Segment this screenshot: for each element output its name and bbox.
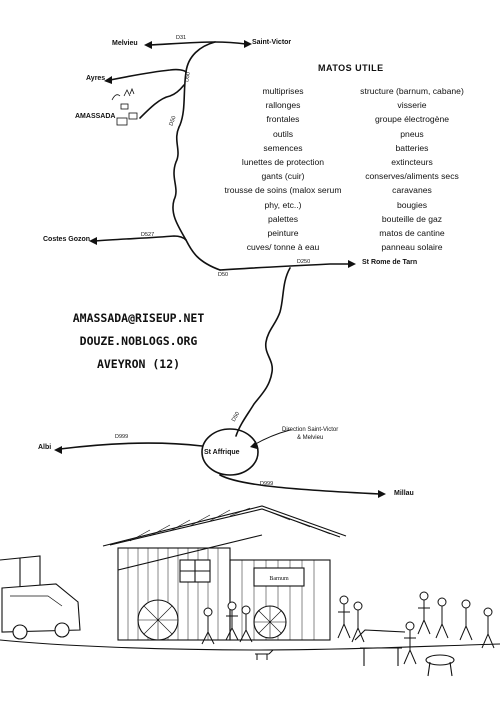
road-label-d250: D250 bbox=[297, 259, 311, 265]
road-d999-east bbox=[219, 474, 381, 495]
road-d999-west bbox=[59, 442, 203, 450]
list-item: peinture bbox=[267, 228, 299, 239]
arrow-ayres bbox=[104, 76, 112, 84]
list-item: extincteurs bbox=[391, 157, 433, 168]
cabin-illustration bbox=[0, 505, 500, 677]
list-item: caravanes bbox=[392, 185, 432, 196]
list-item: phy, etc..) bbox=[264, 199, 302, 210]
road-label-d999-east: D999 bbox=[260, 481, 274, 487]
road-ayres bbox=[109, 68, 187, 81]
matos-list-left: multiprises rallonges frontales outils s… bbox=[208, 84, 358, 254]
direction-note: Direction Saint-Victor & Melvieu bbox=[282, 426, 338, 442]
place-amassada: AMASSADA bbox=[75, 113, 116, 120]
arrow-albi bbox=[54, 446, 62, 454]
list-item: palettes bbox=[267, 213, 299, 224]
direction-note-line-2: & Melvieu bbox=[296, 435, 324, 441]
matos-list-right: structure (barnum, cabane) visserie grou… bbox=[342, 84, 482, 254]
place-melvieu: Melvieu bbox=[112, 40, 138, 47]
arrow-direction-head bbox=[250, 441, 257, 449]
road-d50-main bbox=[172, 71, 221, 271]
place-st-rome-de-tarn: St Rome de Tarn bbox=[362, 259, 418, 266]
contact-block: AMASSADA@RISEUP.NET DOUZE.NOBLOGS.ORG AV… bbox=[66, 307, 211, 376]
road-label-d31: D31 bbox=[176, 35, 187, 41]
place-st-affrique: St Affrique bbox=[204, 449, 240, 456]
contact-website[interactable]: DOUZE.NOBLOGS.ORG bbox=[79, 334, 198, 348]
arrow-millau bbox=[378, 490, 386, 498]
list-item: rallonges bbox=[265, 100, 301, 111]
list-item: cuves/ tonne à eau bbox=[246, 242, 320, 253]
place-millau: Millau bbox=[394, 490, 414, 497]
list-item: batteries bbox=[395, 142, 429, 153]
road-label-d999-west: D999 bbox=[115, 434, 129, 440]
arrow-saint-victor bbox=[244, 40, 252, 48]
list-item: bougies bbox=[396, 199, 428, 210]
arrow-melvieu bbox=[144, 41, 152, 49]
road-d50-south bbox=[235, 267, 291, 437]
place-albi: Albi bbox=[38, 444, 52, 451]
list-item: pneus bbox=[400, 128, 424, 139]
st-affrique-ring bbox=[201, 428, 259, 476]
place-saint-victor: Saint-Victor bbox=[252, 39, 292, 46]
road-label-d527: D527 bbox=[141, 232, 155, 238]
list-item: panneau solaire bbox=[381, 242, 443, 253]
road-d527 bbox=[94, 235, 187, 242]
road-junction bbox=[185, 41, 216, 73]
contact-region: AVEYRON (12) bbox=[96, 357, 181, 371]
arrow-st-rome bbox=[348, 260, 356, 268]
road-label-d50-low: D50 bbox=[218, 272, 229, 278]
list-item: frontales bbox=[266, 114, 300, 125]
list-item: gants (cuir) bbox=[261, 171, 305, 182]
barnum-sign-text: Barnum bbox=[269, 576, 289, 582]
contact-email[interactable]: AMASSADA@RISEUP.NET bbox=[72, 311, 205, 325]
list-item: visserie bbox=[397, 100, 427, 111]
list-item: outils bbox=[272, 128, 294, 139]
matos-title: MATOS UTILE bbox=[318, 63, 384, 73]
list-item: semences bbox=[263, 142, 303, 153]
list-item: multiprises bbox=[262, 86, 304, 96]
list-item: lunettes de protection bbox=[241, 157, 325, 168]
road-amassada bbox=[139, 84, 185, 119]
direction-note-line-1: Direction Saint-Victor bbox=[282, 427, 339, 433]
list-item: structure (barnum, cabane) bbox=[360, 86, 464, 96]
amassada-sketch bbox=[111, 87, 138, 126]
arrow-costes-gozon bbox=[89, 237, 97, 245]
place-ayres: Ayres bbox=[86, 75, 106, 82]
list-item: trousse de soins (malox serum bbox=[224, 185, 342, 196]
list-item: bouteille de gaz bbox=[381, 213, 443, 224]
list-item: groupe électrogène bbox=[374, 114, 450, 125]
place-costes-gozon: Costes Gozon bbox=[43, 236, 91, 243]
list-item: matos de cantine bbox=[379, 228, 445, 239]
road-d31 bbox=[149, 41, 247, 46]
list-item: conserves/aliments secs bbox=[365, 171, 459, 182]
road-d250 bbox=[219, 263, 351, 271]
